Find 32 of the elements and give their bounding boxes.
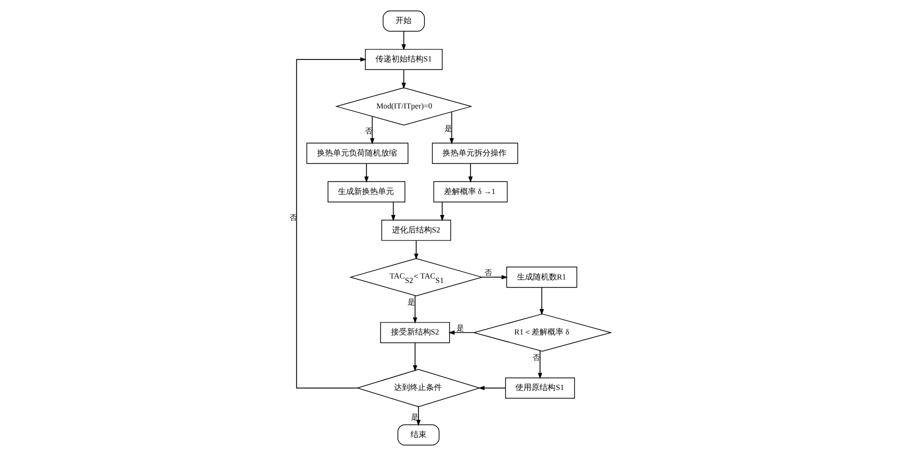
- node-diamond: R1＜差解概率 δ: [472, 314, 612, 352]
- node-box: 开始: [382, 10, 425, 32]
- arrow: [482, 275, 508, 280]
- arrow: [412, 342, 418, 372]
- arrow: [478, 386, 506, 390]
- arrow: [416, 406, 421, 426]
- arrow: [414, 240, 418, 260]
- node-box: 换热单元负荷随机放缩: [306, 142, 408, 164]
- arrow: [364, 163, 369, 183]
- arrow: [391, 202, 396, 222]
- arrow: [540, 287, 544, 316]
- node-box: 换热单元拆分操作: [432, 142, 518, 164]
- node-box: 差解概率 δ →1: [433, 181, 508, 202]
- arrow: [450, 111, 454, 144]
- arrow: [538, 350, 542, 380]
- arrow: [440, 202, 444, 222]
- node-box: 生成随机数R1: [506, 266, 578, 288]
- node-diamond: 达到终止条件: [356, 368, 481, 408]
- node-box: 进化后结构S2: [381, 220, 452, 241]
- arrow: [370, 116, 374, 144]
- arrow: [448, 330, 474, 335]
- arrow: [296, 57, 367, 388]
- node-box: 接受新结构S2: [380, 322, 450, 344]
- arrow: [468, 163, 473, 183]
- arrow: [412, 295, 418, 324]
- node-box: 结束: [397, 424, 440, 446]
- node-box: 使用原结构S1: [505, 377, 575, 399]
- node-box: 生成新换热单元: [328, 181, 406, 202]
- arrow: [402, 30, 406, 50]
- node-box: 传递初始结构S1: [364, 48, 443, 70]
- node-diamond: Mod(IT/ITper)=0: [335, 87, 472, 126]
- arrow: [402, 69, 406, 90]
